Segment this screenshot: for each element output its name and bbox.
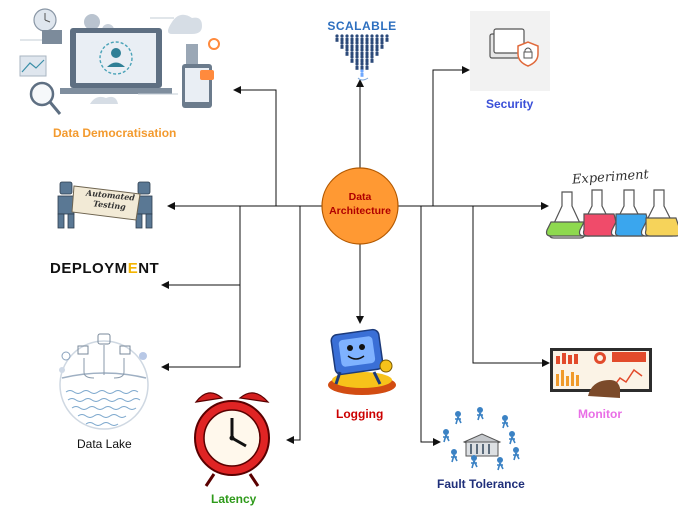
connectors [161,66,550,446]
fault-tolerance-label: Fault Tolerance [437,477,525,491]
deployment-text-1: DEPLOYM [50,260,128,277]
hub-label-line1: Data [348,191,372,203]
scalable-label: SCALABLE [327,19,396,33]
hub-label: Data Architecture [321,190,399,218]
secure-folder-icon [470,11,550,91]
data-democratisation-label: Data Democratisation [53,126,177,140]
people-around-server-icon [443,407,520,471]
deployment-text-2: NT [138,260,160,277]
dashboard-monitor-icon [550,348,652,398]
arrow-to-fault-tolerance [420,206,441,446]
lab-flasks-icon [545,189,678,239]
security-label: Security [486,97,534,111]
deployment-label: DEPLOYMENT [50,260,159,277]
people-crowd-icon [335,34,389,81]
data-lake-label: Data Lake [77,437,132,451]
data-lake-icon [59,333,149,430]
arrow-to-deployment [161,206,241,289]
monitor-label: Monitor [578,407,622,421]
hub-label-line2: Architecture [329,205,391,217]
robots-holding-sign-icon [57,181,153,229]
deployment-text-accent: E [127,260,139,277]
latency-label: Latency [211,492,257,506]
hub-circle [321,167,399,245]
arrow-to-security [432,66,470,206]
arrow-to-data-lake [161,285,241,371]
logging-label: Logging [336,407,384,421]
arrow-to-latency [286,206,301,444]
computer-log-icon [328,328,396,395]
arrow-to-monitor [472,206,550,367]
alarm-clock-icon [194,392,270,487]
laptop-network-icon [19,8,220,115]
arrow-to-data-democratisation [233,86,277,206]
